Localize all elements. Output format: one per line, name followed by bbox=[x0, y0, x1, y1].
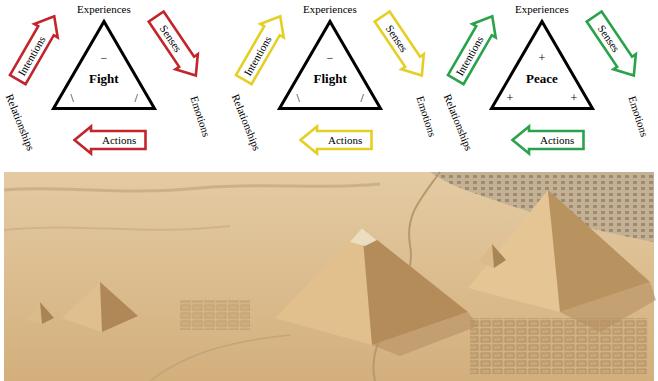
vertex-label: Experiences bbox=[303, 4, 357, 15]
arrow-shape bbox=[145, 9, 207, 83]
sign-mark: + bbox=[571, 92, 578, 104]
arrow-node: Actions bbox=[511, 125, 585, 155]
sign-mark: \ bbox=[71, 92, 74, 104]
triangle-node: Flight − \ / bbox=[278, 20, 382, 110]
dune bbox=[4, 226, 230, 230]
arrow-shape bbox=[75, 127, 146, 154]
arrow-shape bbox=[513, 127, 584, 154]
arrow-node: Intentions bbox=[230, 8, 294, 89]
pyramid-face bbox=[478, 244, 494, 268]
vertex-label: Relationships bbox=[4, 92, 37, 152]
pyramid-face bbox=[26, 302, 42, 324]
sign-mark: − bbox=[101, 52, 108, 64]
state-name: Peace bbox=[526, 72, 558, 85]
arrow-label: Actions bbox=[540, 135, 574, 146]
vertex-label: Emotions bbox=[414, 94, 437, 138]
dune bbox=[4, 184, 380, 191]
vertex-label: Emotions bbox=[626, 94, 649, 138]
arrow-shape bbox=[444, 10, 504, 87]
pyramid-face bbox=[40, 302, 54, 324]
ruins bbox=[180, 300, 250, 330]
desert-ground bbox=[4, 172, 654, 381]
arrow-node: Senses bbox=[143, 7, 209, 85]
pyramid-face bbox=[492, 244, 506, 268]
arrow-label: Actions bbox=[102, 135, 136, 146]
road bbox=[150, 335, 290, 381]
sign-mark: / bbox=[361, 92, 364, 104]
pyramid-face bbox=[275, 228, 372, 345]
triangle-node: Fight − \ / bbox=[52, 20, 156, 110]
triangle-outline bbox=[52, 20, 156, 110]
pyramid-face bbox=[468, 190, 560, 312]
sign-mark: / bbox=[135, 92, 138, 104]
arrow-shape bbox=[583, 9, 645, 83]
pyramid-face bbox=[100, 282, 138, 332]
vertex-label: Experiences bbox=[77, 4, 131, 15]
arrow-node: Intentions bbox=[4, 8, 68, 89]
arrow-label: Actions bbox=[328, 135, 362, 146]
vertex-label: Relationships bbox=[442, 92, 475, 152]
arrow-node: Intentions bbox=[442, 8, 506, 89]
state-name: Flight bbox=[314, 72, 347, 85]
arrow-shape bbox=[232, 10, 292, 87]
arrow-node: Senses bbox=[369, 7, 435, 85]
triangle-outline bbox=[278, 20, 382, 110]
vertex-label: Experiences bbox=[515, 4, 569, 15]
pyramid-face bbox=[362, 228, 468, 345]
arrow-shape bbox=[301, 127, 372, 154]
pyramid-cap bbox=[350, 228, 377, 246]
sign-mark: \ bbox=[297, 92, 300, 104]
triangle-outline bbox=[490, 20, 594, 110]
arrow-shape bbox=[6, 10, 66, 87]
pyramid-face bbox=[62, 282, 102, 332]
arrow-node: Actions bbox=[73, 125, 147, 155]
arrow-node: Senses bbox=[581, 7, 647, 85]
vertex-label: Emotions bbox=[188, 94, 211, 138]
arrow-shape bbox=[371, 9, 433, 83]
pyramid-face bbox=[548, 190, 650, 312]
sign-mark: + bbox=[539, 52, 546, 64]
vertex-label: Relationships bbox=[230, 92, 263, 152]
sign-mark: + bbox=[507, 92, 514, 104]
triangle-node: Peace + + + bbox=[490, 20, 594, 110]
state-name: Fight bbox=[89, 72, 119, 85]
mastaba-field bbox=[470, 318, 648, 374]
sign-mark: − bbox=[327, 52, 334, 64]
triangle-shape bbox=[280, 22, 381, 109]
arrow-node: Actions bbox=[299, 125, 373, 155]
triangle-shape bbox=[492, 22, 593, 109]
triangle-shape bbox=[54, 22, 155, 109]
